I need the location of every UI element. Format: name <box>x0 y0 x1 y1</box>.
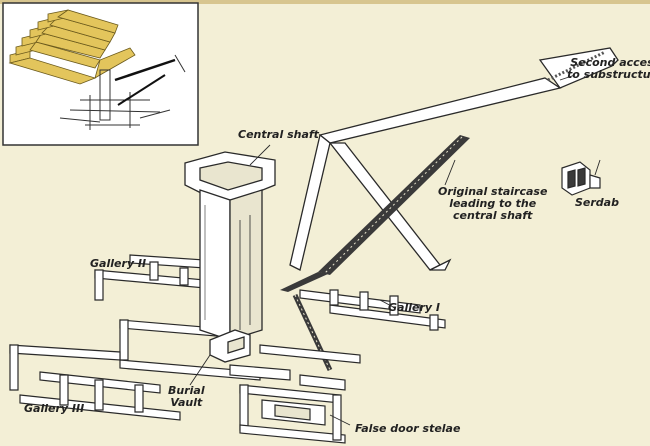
label-original-staircase-line-1: Original staircase <box>438 185 548 198</box>
pyramid-steps-icon <box>8 9 136 85</box>
second-access-ramp <box>289 47 619 271</box>
label-original-staircase-line-2: leading to the <box>449 197 537 210</box>
label-burial-vault-line-2: Vault <box>170 396 203 409</box>
central-shaft <box>184 151 276 341</box>
label-gallery-1: Gallery I <box>388 301 440 314</box>
label-serdab: Serdab <box>575 196 619 209</box>
label-second-access: Second access to substructure <box>567 57 650 81</box>
label-original-staircase: Original staircase leading to the centra… <box>438 186 547 222</box>
inset-plan-lines <box>59 54 186 130</box>
false-door-chambers <box>239 384 346 444</box>
top-strip <box>0 0 650 4</box>
serdab-chamber <box>561 161 601 196</box>
label-burial-vault-line-1: Burial <box>168 384 205 397</box>
label-central-shaft: Central shaft <box>238 128 319 141</box>
label-second-access-line-2: to substructure <box>567 68 650 81</box>
label-gallery-2: Gallery II <box>90 257 147 270</box>
label-second-access-line-1: Second access <box>570 56 650 69</box>
leader-lines <box>189 74 601 426</box>
inset-thumbnail <box>2 2 199 146</box>
label-burial-vault: Burial Vault <box>168 385 205 409</box>
label-original-staircase-line-3: central shaft <box>453 209 533 222</box>
label-false-door-stelae: False door stelae <box>355 422 461 435</box>
label-gallery-3: Gallery III <box>24 402 85 415</box>
